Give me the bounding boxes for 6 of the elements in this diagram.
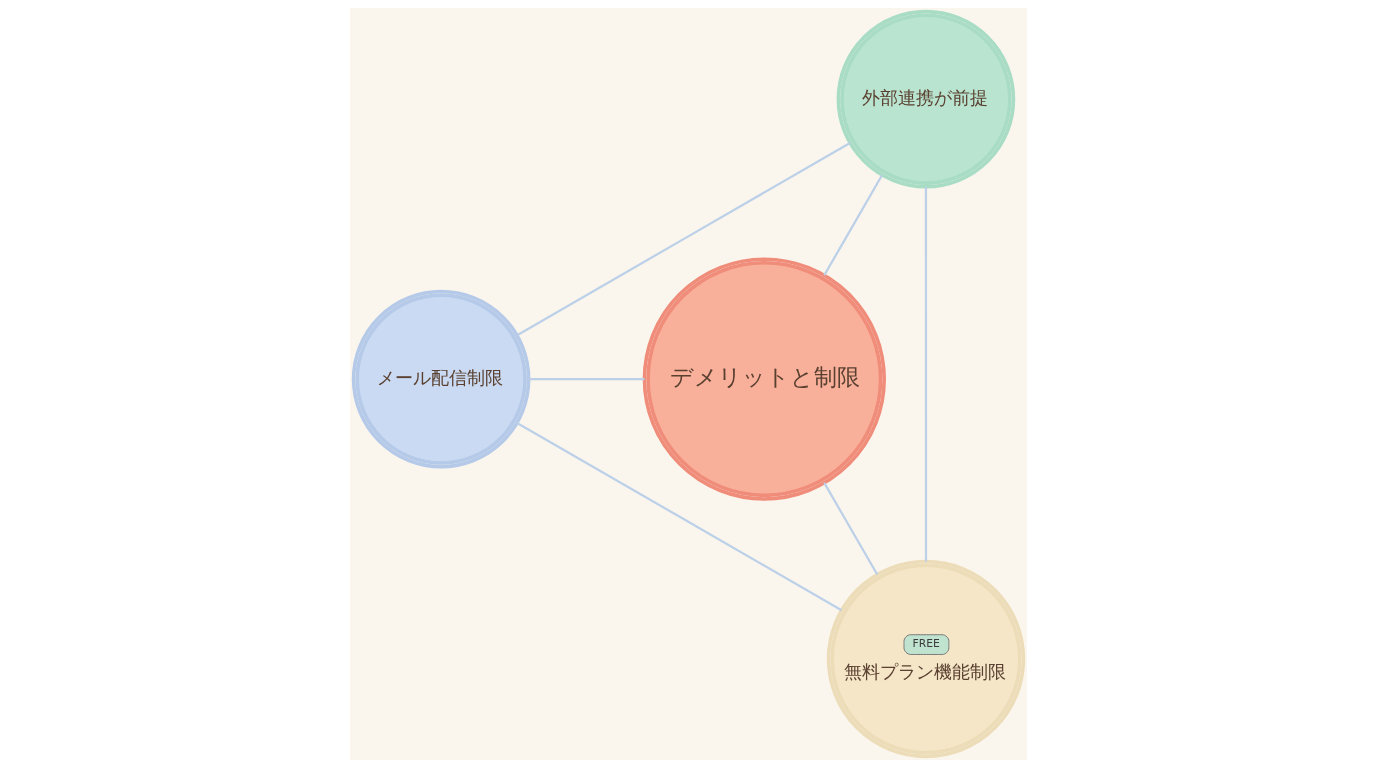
connector	[516, 421, 842, 612]
connector	[516, 142, 851, 337]
connector	[528, 377, 644, 381]
connector	[822, 174, 883, 276]
connector	[924, 186, 927, 562]
connector	[822, 482, 878, 576]
